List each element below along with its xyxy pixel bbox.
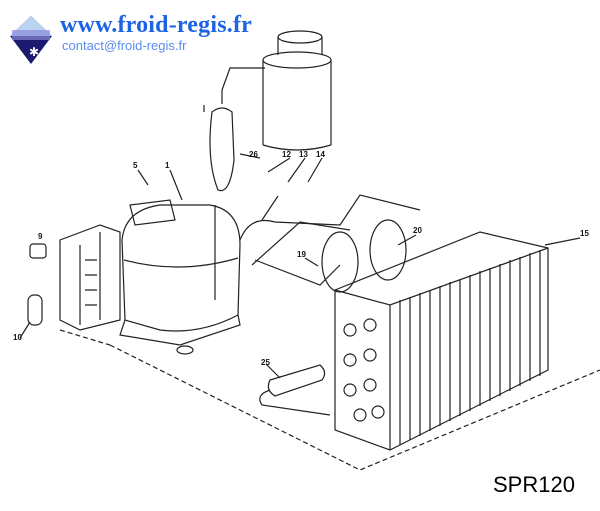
part-label-14: 14 — [316, 150, 325, 159]
part-label-5: 5 — [133, 161, 138, 170]
svg-text:✱: ✱ — [29, 45, 39, 59]
part-label-13: 13 — [299, 150, 308, 159]
part-label-26: 26 — [249, 150, 258, 159]
receiver-tank — [262, 30, 332, 151]
model-code: SPR120 — [493, 472, 575, 497]
electrical-box — [59, 224, 121, 331]
part-label-19: 19 — [297, 250, 306, 259]
snowflake-logo-icon: ✱ — [10, 16, 52, 64]
capacitor-part — [27, 294, 43, 326]
part-label-12: 12 — [282, 150, 291, 159]
condenser — [334, 231, 549, 451]
part-label-25: 25 — [261, 358, 270, 367]
part-label-15: 15 — [580, 229, 589, 238]
relay-part — [29, 243, 47, 259]
part-label-20: 20 — [413, 226, 422, 235]
fan-blade — [321, 231, 359, 293]
accumulator — [209, 107, 235, 192]
filter-drier — [267, 364, 326, 397]
fan-blade — [369, 219, 407, 281]
website-link[interactable]: www.froid-regis.fr — [60, 12, 253, 38]
compressor — [119, 199, 241, 355]
part-label-9: 9 — [38, 232, 43, 241]
part-label-1: 1 — [165, 161, 170, 170]
contact-email-link[interactable]: contact@froid-regis.fr — [62, 38, 187, 53]
part-label-10: 10 — [13, 333, 22, 342]
pipe — [221, 67, 265, 104]
